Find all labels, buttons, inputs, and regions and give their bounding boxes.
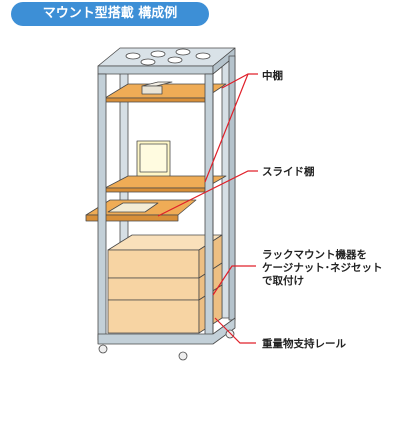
upper-shelf-edge — [104, 187, 206, 193]
leader-slide-shelf — [157, 170, 258, 217]
caster — [225, 329, 235, 339]
top-hole — [195, 52, 211, 60]
top-hole — [167, 56, 183, 64]
small-device-front — [141, 85, 163, 95]
label-rail-text: 重量物支持レール — [262, 338, 346, 350]
label-rail: 重量物支持レール — [262, 338, 346, 351]
top-hole — [125, 52, 141, 60]
label-middle-shelf: 中棚 — [262, 70, 283, 83]
label-slide-shelf: スライド棚 — [262, 166, 315, 179]
box-lower — [107, 299, 200, 334]
keyboard — [107, 202, 159, 213]
top-hole — [140, 58, 156, 66]
top-hole — [175, 48, 191, 56]
label-middle-shelf-text: 中棚 — [262, 70, 283, 82]
top-hole — [150, 50, 166, 58]
box-middle — [107, 277, 200, 301]
label-rack-mount-line2: ケージナット･ネジセット — [262, 262, 383, 274]
leader-middle-shelf-2 — [204, 73, 249, 183]
front-post-left — [97, 73, 107, 341]
box-upper — [107, 249, 200, 279]
title-badge: マウント型搭載 構成例 — [11, 2, 209, 26]
label-rack-mount: ラックマウント機器を ケージナット･ネジセット で取付け — [262, 249, 383, 288]
label-rack-mount-line3: で取付け — [262, 275, 304, 287]
monitor-screen — [139, 143, 168, 173]
label-rack-mount-line1: ラックマウント機器を — [262, 249, 367, 261]
leader-rack-mount — [212, 265, 256, 296]
front-post-right — [204, 73, 214, 341]
label-slide-shelf-text: スライド棚 — [262, 166, 315, 178]
caster — [98, 344, 108, 354]
rack-top-front — [97, 65, 214, 75]
slide-shelf-edge — [85, 214, 179, 222]
caster — [178, 351, 188, 361]
right-side-post — [228, 55, 236, 321]
title-text: マウント型搭載 構成例 — [42, 6, 178, 21]
leader-rail — [214, 317, 256, 344]
rack-base — [97, 317, 236, 345]
middle-shelf-edge — [104, 97, 206, 103]
rack-top — [97, 47, 236, 67]
